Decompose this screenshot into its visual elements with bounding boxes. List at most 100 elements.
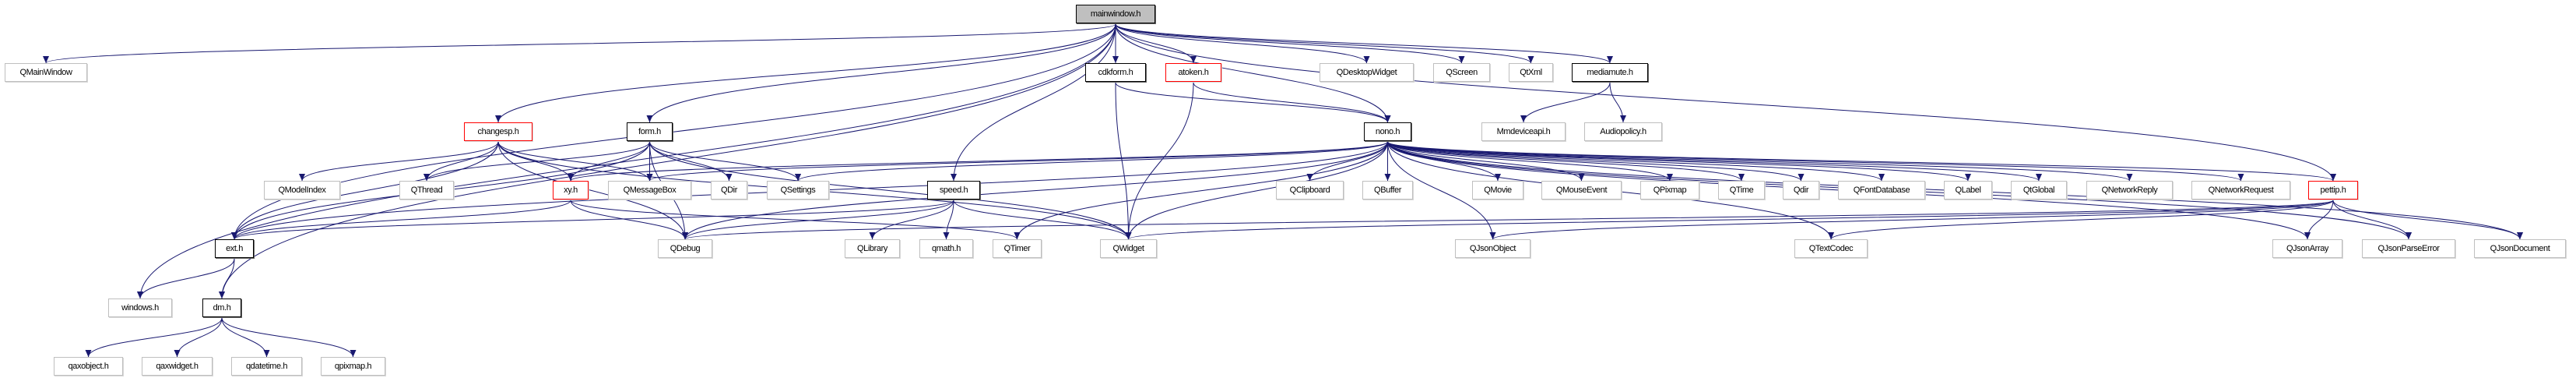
edge-form-to-xy	[570, 141, 650, 182]
node-windows[interactable]: windows.h	[108, 299, 172, 317]
node-qtimer[interactable]: QTimer	[993, 239, 1042, 258]
node-qsettings[interactable]: QSettings	[767, 181, 829, 200]
node-qpixmap[interactable]: qpixmap.h	[321, 357, 385, 376]
node-mediamute[interactable]: mediamute.h	[1572, 63, 1648, 82]
node-atoken[interactable]: atoken.h	[1165, 63, 1221, 82]
arrowhead-icon	[646, 115, 653, 122]
node-qmessagebox[interactable]: QMessageBox	[608, 181, 691, 200]
node-changesp[interactable]: changesp.h	[464, 122, 532, 141]
node-qpixmap[interactable]: QPixmap	[1640, 181, 1699, 200]
arrowhead-icon	[299, 174, 305, 181]
arrowhead-icon	[1112, 56, 1119, 63]
edge-nono-to-qtime	[1387, 141, 1742, 182]
edge-nono-to-pettip	[1387, 141, 2334, 182]
node-qscreen[interactable]: QScreen	[1433, 63, 1490, 82]
edge-atoken-to-qwidget	[1128, 82, 1194, 240]
arrowhead-icon	[137, 291, 143, 299]
node-qlabel[interactable]: QLabel	[1944, 181, 1992, 200]
node-mainwindow[interactable]: mainwindow.h	[1076, 5, 1155, 23]
edge-form-to-qsettings	[649, 141, 799, 182]
node-qjsondocument[interactable]: QJsonDocument	[2474, 239, 2566, 258]
node-qtxml[interactable]: QtXml	[1509, 63, 1553, 82]
node-mmdeviceapi[interactable]: Mmdeviceapi.h	[1481, 122, 1566, 141]
node-pettip[interactable]: pettip.h	[2308, 181, 2358, 200]
node-form[interactable]: form.h	[627, 122, 673, 141]
node-qtime[interactable]: QTime	[1718, 181, 1765, 200]
node-ext[interactable]: ext.h	[215, 239, 254, 258]
node-qmouseevent[interactable]: QMouseEvent	[1541, 181, 1622, 200]
arrowhead-icon	[43, 56, 49, 63]
arrowhead-icon	[682, 232, 688, 239]
arrowhead-icon	[1607, 56, 1613, 63]
node-qnetworkrequest[interactable]: QNetworkRequest	[2191, 181, 2290, 200]
edge-pettip-to-qjsonparseerror	[2332, 200, 2409, 240]
node-qdebug[interactable]: QDebug	[658, 239, 712, 258]
node-qdesktopwidget[interactable]: QDesktopWidget	[1320, 63, 1414, 82]
node-qthread[interactable]: QThread	[399, 181, 454, 200]
node-audiopolicy[interactable]: Audiopolicy.h	[1584, 122, 1662, 141]
arrowhead-icon	[2330, 174, 2336, 181]
edge-mainwindow-to-mediamute	[1115, 23, 1611, 64]
node-qmovie[interactable]: QMovie	[1472, 181, 1523, 200]
edge-dm-to-qpixmap	[221, 317, 353, 358]
edge-pettip-to-qdebug	[684, 200, 2334, 240]
edge-changesp-to-qdebug	[497, 141, 686, 240]
edge-pettip-to-qtextcodec	[1830, 200, 2334, 240]
edge-pettip-to-qwidget	[1128, 200, 2334, 240]
node-qtextcodec[interactable]: QTextCodec	[1794, 239, 1868, 258]
arrowhead-icon	[1489, 232, 1496, 239]
edge-nono-to-qsettings	[797, 141, 1388, 182]
node-qfontdatabase[interactable]: QFontDatabase	[1838, 181, 1925, 200]
node-qmodelindex[interactable]: QModelIndex	[264, 181, 340, 200]
edge-nono-to-qjsonobject	[1387, 141, 1493, 240]
node-qclipboard[interactable]: QClipboard	[1276, 181, 1344, 200]
edge-nono-to-xy	[570, 141, 1388, 182]
arrowhead-icon	[1738, 174, 1745, 181]
arrowhead-icon	[1458, 56, 1465, 63]
node-qdatetime[interactable]: qdatetime.h	[231, 357, 302, 376]
node-qdir[interactable]: Qdir	[1783, 181, 1819, 200]
node-qdir[interactable]: QDir	[711, 181, 747, 200]
edge-mainwindow-to-dm	[221, 23, 1116, 299]
arrowhead-icon	[1798, 174, 1805, 181]
edge-xy-to-ext	[234, 200, 571, 240]
arrowhead-icon	[85, 350, 92, 357]
edge-speed-to-qlibrary	[872, 200, 954, 240]
arrowhead-icon	[1527, 56, 1534, 63]
node-qmainwindow[interactable]: QMainWindow	[5, 63, 87, 82]
edge-changesp-to-qmodelindex	[301, 141, 499, 182]
node-qaxwidget[interactable]: qaxwidget.h	[142, 357, 213, 376]
edge-speed-to-qdebug	[684, 200, 954, 240]
node-qjsonparseerror[interactable]: QJsonParseError	[2362, 239, 2455, 258]
node-qnetworkreply[interactable]: QNetworkReply	[2086, 181, 2173, 200]
node-cdkform[interactable]: cdkform.h	[1085, 63, 1146, 82]
edge-nono-to-qnetworkreply	[1387, 141, 2130, 182]
node-qwidget[interactable]: QWidget	[1100, 239, 1157, 258]
edge-nono-to-qclipboard	[1309, 141, 1388, 182]
node-qbuffer[interactable]: QBuffer	[1362, 181, 1413, 200]
edge-form-to-qwidget	[649, 141, 1129, 240]
edge-pettip-to-qjsondocument	[2332, 200, 2521, 240]
edge-cdkform-to-qwidget	[1115, 82, 1129, 240]
arrowhead-icon	[263, 350, 270, 357]
edge-mainwindow-to-qtxml	[1115, 23, 1531, 64]
edge-mainwindow-to-atoken	[1115, 23, 1194, 64]
arrowhead-icon	[795, 174, 801, 181]
edge-mainwindow-to-ext	[234, 23, 1116, 240]
arrowhead-icon	[951, 174, 957, 181]
node-qtglobal[interactable]: QtGlobal	[2011, 181, 2067, 200]
node-speed[interactable]: speed.h	[927, 181, 980, 200]
arrowhead-icon	[1306, 174, 1313, 181]
node-qjsonarray[interactable]: QJsonArray	[2272, 239, 2342, 258]
node-qlibrary[interactable]: QLibrary	[845, 239, 900, 258]
node-qaxobject[interactable]: qaxobject.h	[54, 357, 123, 376]
node-dm[interactable]: dm.h	[202, 299, 241, 317]
edge-mainwindow-to-qscreen	[1115, 23, 1462, 64]
node-nono[interactable]: nono.h	[1364, 122, 1411, 141]
arrowhead-icon	[2237, 174, 2244, 181]
node-qjsonobject[interactable]: QJsonObject	[1455, 239, 1530, 258]
node-qmath[interactable]: qmath.h	[919, 239, 973, 258]
edge-mainwindow-to-windows	[139, 23, 1116, 299]
edge-nono-to-qtimer	[1017, 141, 1388, 240]
node-xy[interactable]: xy.h	[553, 181, 589, 200]
